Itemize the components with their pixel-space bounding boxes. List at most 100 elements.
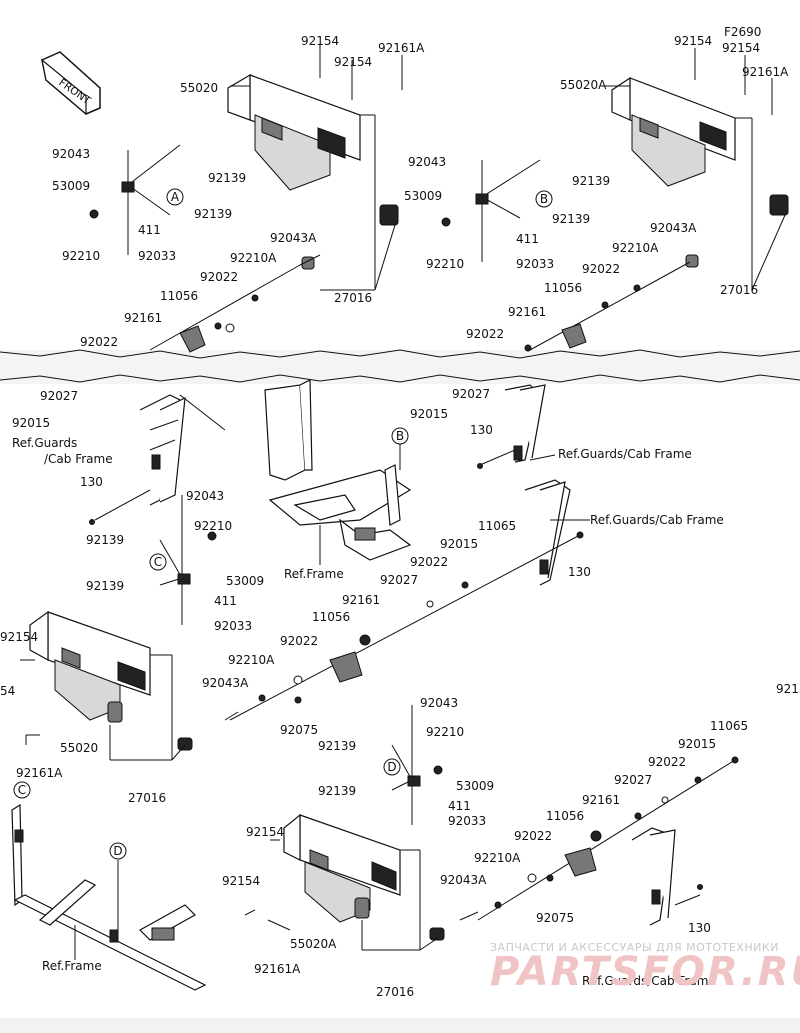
part-92139-d1: 92139 [318, 739, 356, 753]
ref-frame-bottom: Ref.Frame [42, 959, 102, 973]
bolt-130-right [477, 463, 483, 469]
guard-frame-right-top [479, 384, 556, 466]
part-92075-d: 92075 [536, 911, 574, 925]
part-92022-c1: 92022 [280, 634, 318, 648]
ref-marker-a: A [166, 188, 184, 206]
part-130-mid-right: 130 [470, 423, 493, 437]
part-92043A-a: 92043A [270, 231, 317, 245]
part-411-a: 411 [138, 223, 161, 237]
guard-frame-bottom-right [631, 827, 703, 926]
part-92033-a: 92033 [138, 249, 176, 263]
part-11056-c: 11056 [312, 610, 350, 624]
part-92154-d1: 92154 [246, 825, 284, 839]
part-411-b: 411 [516, 232, 539, 246]
part-92022-d1: 92022 [648, 755, 686, 769]
part-53009-c: 53009 [226, 574, 264, 588]
bracket-assembly-d [391, 705, 443, 825]
part-130-c: 130 [568, 565, 591, 579]
part-92015-mid-center: 92015 [410, 407, 448, 421]
part-11065-c: 11065 [478, 519, 516, 533]
guard-frame-right-mid [524, 479, 590, 586]
ref-marker-c-bottom: C [13, 781, 31, 799]
part-92139-d2: 92139 [318, 784, 356, 798]
part-92161A-a: 92161A [378, 41, 425, 55]
taillight-assembly-c [29, 610, 193, 751]
part-92154-a2: 92154 [334, 55, 372, 69]
guard-frame-left [94, 394, 226, 521]
rod-line-c [224, 531, 584, 721]
svg-text:C: C [154, 555, 162, 569]
ref-guards-bottom: Ref.Guards/Cab Frame [582, 974, 716, 988]
part-92161A-c: 92161A [16, 766, 63, 780]
leader-lines-b [600, 48, 786, 291]
leader-lines-d [361, 849, 439, 951]
part-92043-a: 92043 [52, 147, 90, 161]
part-27016-c: 27016 [128, 791, 166, 805]
label-f2690: F2690 [724, 25, 761, 39]
leader-lines-c [20, 654, 186, 761]
frame-ref-cd [11, 803, 207, 991]
ref-guards-mid-right: Ref.Guards/Cab Frame [558, 447, 692, 461]
rod-line-a [149, 254, 321, 353]
part-92154-a1: 92154 [301, 34, 339, 48]
svg-text:A: A [171, 190, 180, 204]
ref-marker-d: D [383, 758, 401, 776]
part-92154-b1: 92154 [674, 34, 712, 48]
small-bolts [25, 734, 291, 931]
part-92161-b: 92161 [508, 305, 546, 319]
part-53009-d: 53009 [456, 779, 494, 793]
part-92139-c2: 92139 [86, 579, 124, 593]
part-92161A-b: 92161A [742, 65, 789, 79]
leader-lines-a [230, 45, 403, 291]
part-92027-d: 92027 [614, 773, 652, 787]
part-92161-c: 92161 [342, 593, 380, 607]
part-55020A-b: 55020A [560, 78, 607, 92]
bottom-edge-noise [0, 1018, 800, 1033]
part-92210-a: 92210 [62, 249, 100, 263]
bracket-assembly-c [159, 495, 217, 625]
bracket-assembly-a [89, 144, 181, 255]
part-92043-c: 92043 [186, 489, 224, 503]
part-27016-d: 27016 [376, 985, 414, 999]
rod-line-d [459, 756, 739, 921]
ref-marker-b-mid: B [391, 427, 409, 445]
part-92139-b1: 92139 [572, 174, 610, 188]
ref-marker-c: C [149, 553, 167, 571]
part-92015-mid-left: 92015 [12, 416, 50, 430]
part-92139-a1: 92139 [208, 171, 246, 185]
part-92139-c1: 92139 [86, 533, 124, 547]
part-92154-c: 92154 [0, 630, 38, 644]
svg-text:D: D [387, 760, 396, 774]
torn-edge-band [0, 349, 800, 384]
ref-marker-b: B [535, 190, 553, 208]
part-92210-b: 92210 [426, 257, 464, 271]
ref-frame-mid: Ref.Frame [284, 567, 344, 581]
watermark-caption: ЗАПЧАСТИ И АКСЕССУАРЫ ДЛЯ МОТОТЕХНИКИ [490, 941, 779, 954]
part-411-d: 411 [448, 799, 471, 813]
part-92022-b2: 92022 [466, 327, 504, 341]
ref-guards-left-1: Ref.Guards [12, 436, 77, 450]
part-92043-d: 92043 [420, 696, 458, 710]
ref-guards-mid-right-2: Ref.Guards/Cab Frame [590, 513, 724, 527]
part-92015-c: 92015 [440, 537, 478, 551]
svg-text:D: D [113, 844, 122, 858]
part-130-mid-left: 130 [80, 475, 103, 489]
part-11056-b: 11056 [544, 281, 582, 295]
part-92210A-d: 92210A [474, 851, 521, 865]
part-27016-b: 27016 [720, 283, 758, 297]
part-411-c: 411 [214, 594, 237, 608]
part-92027-mid-center: 92027 [452, 387, 490, 401]
taillight-assembly-b [611, 76, 789, 268]
part-92033-d: 92033 [448, 814, 486, 828]
part-92015-d: 92015 [678, 737, 716, 751]
part-9215-cut: 9215 [776, 682, 800, 696]
taillight-assembly-d [283, 813, 445, 941]
front-arrow-icon: FRONT [41, 51, 101, 116]
rod-line-b [524, 261, 691, 352]
part-92210A-c: 92210A [228, 653, 275, 667]
part-11056-d: 11056 [546, 809, 584, 823]
svg-text:C: C [18, 783, 26, 797]
bolt-130-left [89, 519, 95, 525]
bracket-assembly-b [441, 159, 541, 262]
part-27016-a: 27016 [334, 291, 372, 305]
